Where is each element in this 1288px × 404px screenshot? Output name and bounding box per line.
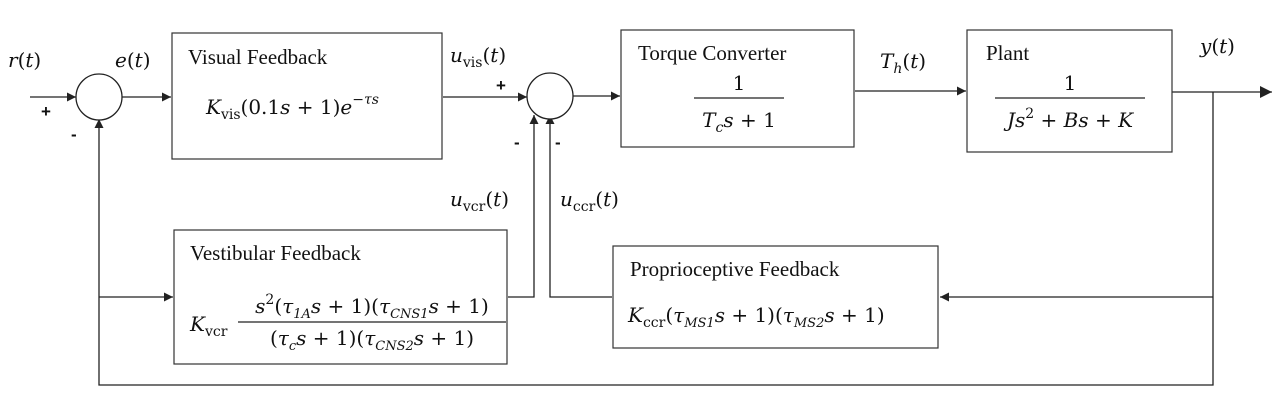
proprioceptive-expression: Kccr(τMS1s + 1)(τMS2s + 1): [627, 303, 885, 331]
signal-u-vcr: uvcr(t): [450, 187, 509, 215]
torque-converter-block: [620, 29, 855, 148]
sign-sum2-vis: +: [496, 76, 506, 95]
proprioceptive-feedback-title: Proprioceptive Feedback: [630, 257, 840, 281]
signal-y: y(t): [1199, 34, 1235, 58]
visual-feedback-block: [171, 32, 443, 160]
summing-junction-2: [526, 72, 574, 120]
signal-e: e(t): [115, 48, 151, 72]
sign-sum2-ccr: -: [555, 133, 561, 152]
wire-vestibular-out: [508, 115, 539, 298]
sign-sum2-vcr: -: [514, 133, 520, 152]
vestibular-numerator: s2(τ1As + 1)(τCNS1s + 1): [255, 292, 489, 322]
sign-sum1-feedback: -: [71, 125, 77, 144]
signal-u-ccr: uccr(t): [560, 187, 619, 215]
signal-u-vis: uvis(t): [450, 43, 506, 71]
vestibular-feedback-title: Vestibular Feedback: [190, 241, 361, 265]
signal-t-h: Th(t): [880, 49, 926, 77]
visual-feedback-title: Visual Feedback: [188, 45, 328, 69]
torque-numerator: 1: [733, 71, 746, 95]
vestibular-denominator: (τcs + 1)(τCNS2s + 1): [270, 326, 474, 354]
torque-denominator: Tcs + 1: [702, 108, 776, 136]
signal-r: r(t): [8, 48, 41, 72]
vestibular-feedback-block: [173, 229, 508, 365]
torque-converter-title: Torque Converter: [638, 41, 786, 65]
plant-block: [966, 29, 1173, 153]
plant-title: Plant: [986, 41, 1029, 65]
wire-feedback-outer: [94, 92, 1214, 386]
proprioceptive-feedback-block: [612, 245, 939, 349]
summing-junction-1: [75, 73, 123, 121]
wire-proprioceptive-out: [545, 115, 612, 298]
sign-sum1-input: +: [41, 102, 51, 121]
plant-denominator: Js2 + Bs + K: [1003, 106, 1134, 132]
plant-numerator: 1: [1064, 71, 1077, 95]
